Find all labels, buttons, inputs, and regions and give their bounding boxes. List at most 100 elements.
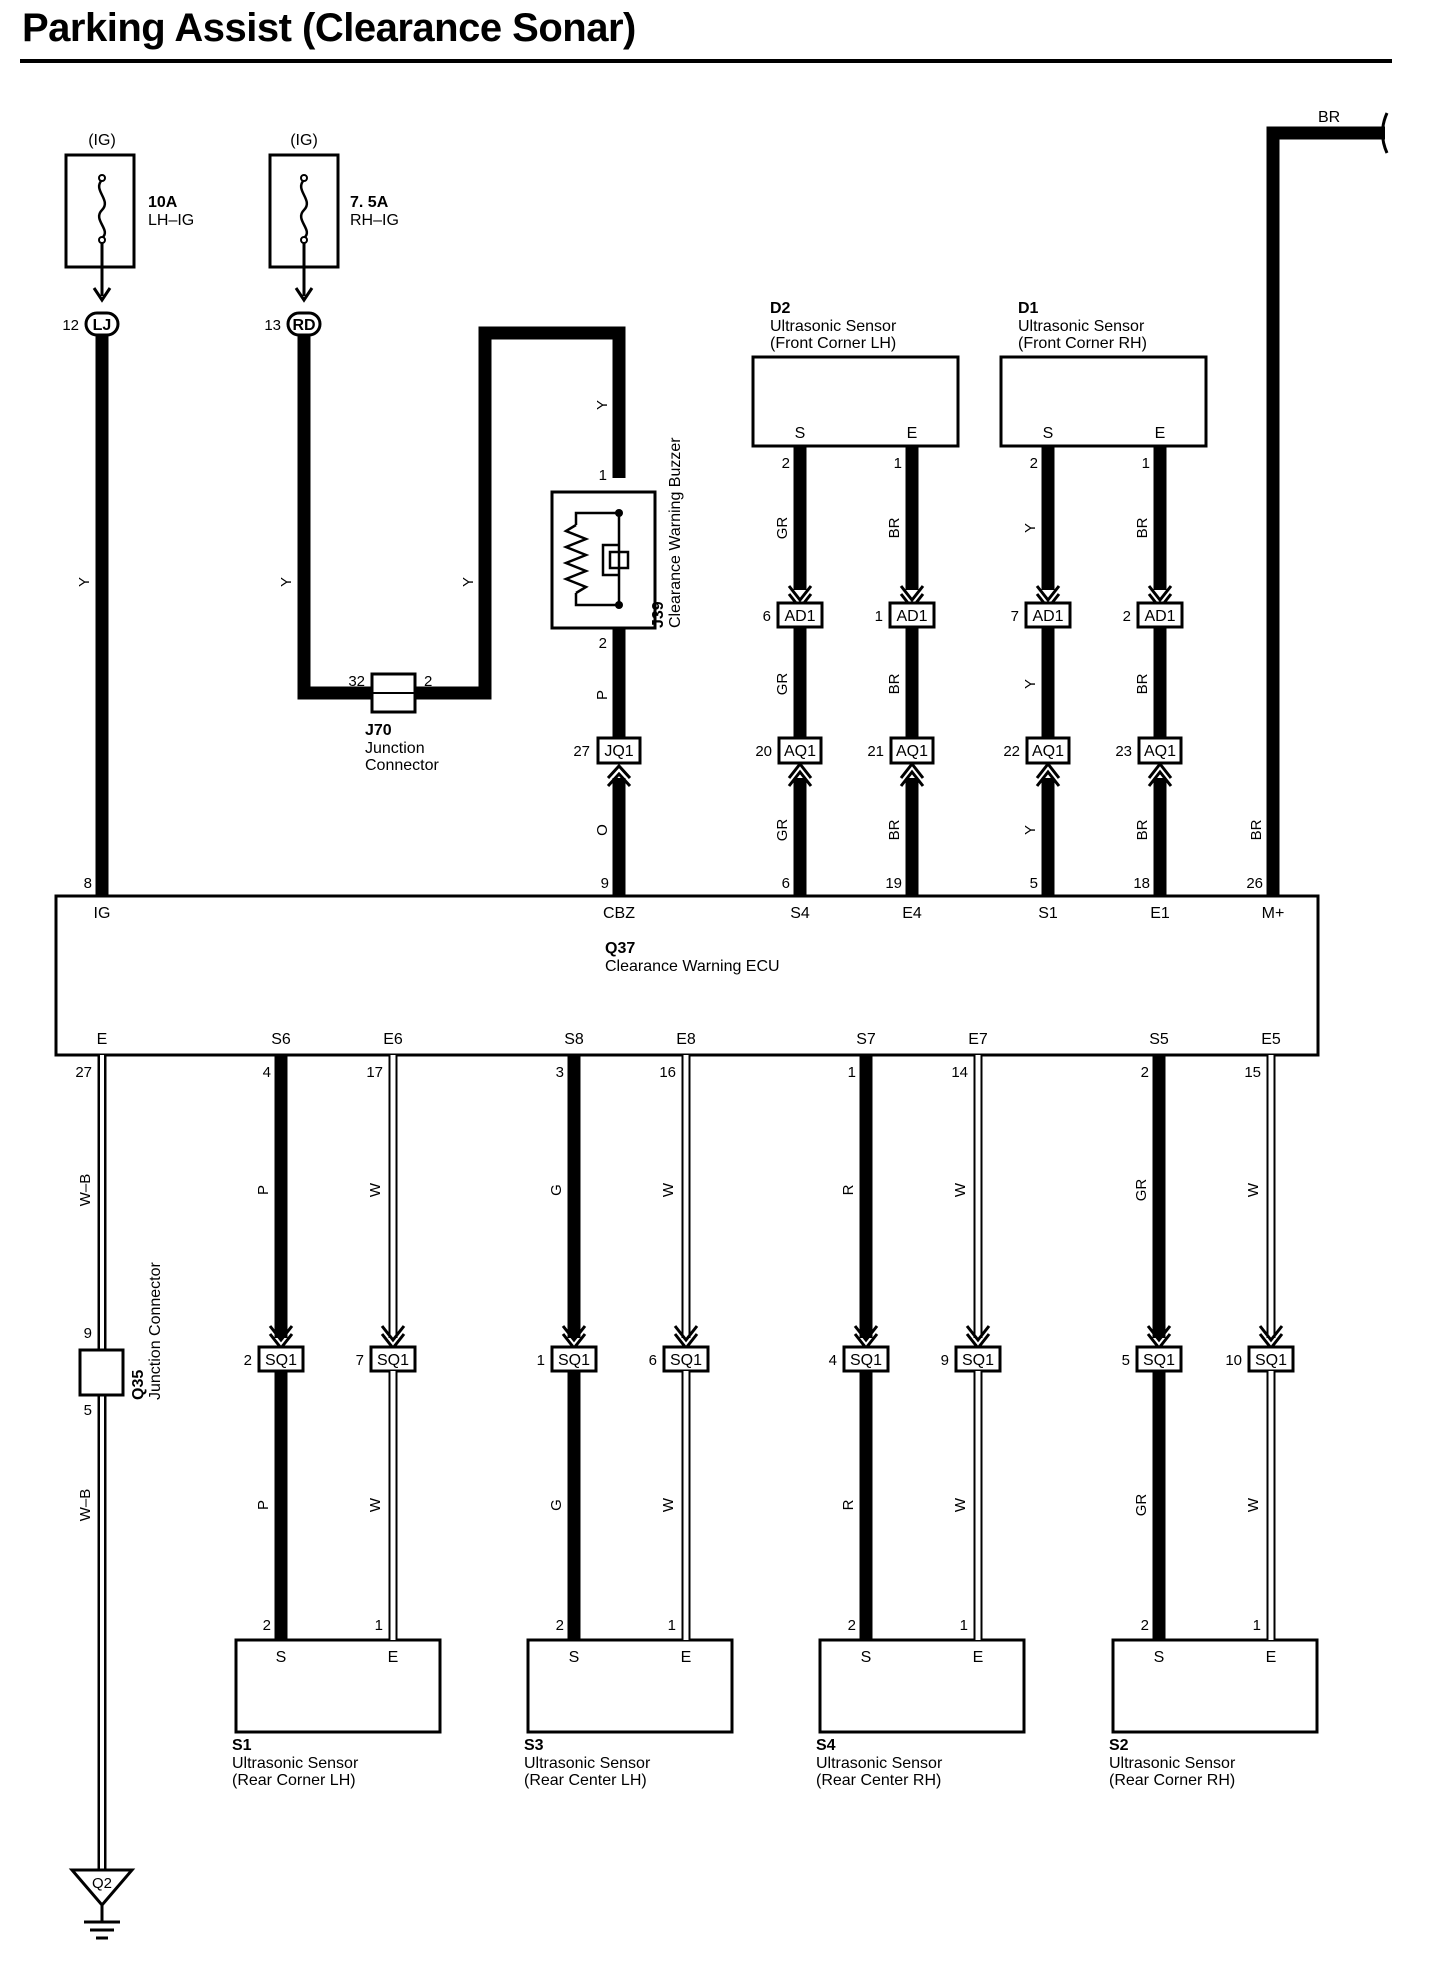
wire-color: GR xyxy=(1133,1179,1150,1202)
junction-connector-j70: 32 2 J70 Junction Connector xyxy=(348,672,439,774)
svg-text:LJ: LJ xyxy=(93,317,112,334)
sensor-terminal: E xyxy=(388,1649,399,1666)
connector-box xyxy=(369,1345,417,1373)
ecu-terminal: S8 xyxy=(564,1031,584,1048)
ecu-terminal: E6 xyxy=(383,1031,403,1048)
wire-color: GR xyxy=(774,819,791,842)
sensor-pin: 2 xyxy=(263,1617,271,1634)
clearance-warning-ecu: Q37 Clearance Warning ECU IG 8 CBZ 9 M+ … xyxy=(54,875,1320,1081)
connector-label: SQ1 xyxy=(1143,1352,1175,1369)
sensor-pin: 2 xyxy=(782,455,790,472)
svg-text:Q35: Q35 xyxy=(130,1370,147,1400)
connector-label: SQ1 xyxy=(377,1352,409,1369)
wire-color: BR xyxy=(1134,819,1151,840)
sensor-pin: 2 xyxy=(556,1617,564,1634)
sensor-name: Ultrasonic Sensor xyxy=(1109,1755,1236,1772)
connector-pin: 2 xyxy=(1123,608,1131,625)
wire-j70-buzzer xyxy=(415,326,626,700)
ecu-terminal: E7 xyxy=(968,1031,988,1048)
svg-text:W–B: W–B xyxy=(77,1174,94,1207)
wire-color: W xyxy=(1245,1497,1262,1512)
sensor-id: S3 xyxy=(524,1737,544,1754)
wire-rh-ig xyxy=(297,336,380,700)
svg-text:O: O xyxy=(594,824,611,836)
wire-color: R xyxy=(840,1184,857,1195)
sensor-pin: 2 xyxy=(1141,1617,1149,1634)
ecu-terminal: S1 xyxy=(1038,905,1058,922)
connector-pin: 1 xyxy=(875,608,883,625)
sensor-position: (Front Corner LH) xyxy=(770,335,896,352)
double-arrow-up-icon xyxy=(1035,761,1061,787)
svg-text:26: 26 xyxy=(1246,875,1263,892)
fuse-lh-ig-source: (IG) xyxy=(88,132,116,149)
sensor-terminal: S xyxy=(795,425,806,442)
sensor-terminal: S xyxy=(1043,425,1054,442)
wire-color: BR xyxy=(886,517,903,538)
ecu-terminal: E5 xyxy=(1261,1031,1281,1048)
connector-label: AD1 xyxy=(784,608,815,625)
sensor-id: S1 xyxy=(232,1737,252,1754)
connector-pin: 23 xyxy=(1115,743,1132,760)
svg-text:Junction Connector: Junction Connector xyxy=(147,1261,164,1400)
connector-label: SQ1 xyxy=(670,1352,702,1369)
fuse-lh-ig-icon xyxy=(97,179,107,239)
sensor-id: D1 xyxy=(1018,300,1039,317)
sensor-position: (Rear Corner RH) xyxy=(1109,1772,1235,1789)
connector-label: AD1 xyxy=(1032,608,1063,625)
sensor-name: Ultrasonic Sensor xyxy=(232,1755,359,1772)
sensor-position: (Rear Center LH) xyxy=(524,1772,647,1789)
sensor-pin: 1 xyxy=(894,455,902,472)
connector-label: AD1 xyxy=(1144,608,1175,625)
svg-text:13: 13 xyxy=(264,317,281,334)
svg-text:27: 27 xyxy=(573,743,590,760)
fuse-rh-ig-rating: 7. 5A xyxy=(350,194,389,211)
svg-text:27: 27 xyxy=(75,1064,92,1081)
connector-label: AQ1 xyxy=(784,743,816,760)
arrow-down-icon xyxy=(294,287,314,303)
wire-color: GR xyxy=(774,517,791,540)
ecu-id: Q37 xyxy=(605,940,635,957)
sensor-terminal: E xyxy=(907,425,918,442)
sensor-terminal: S xyxy=(569,1649,580,1666)
svg-text:J39: J39 xyxy=(650,601,667,628)
connector-label: SQ1 xyxy=(558,1352,590,1369)
wire-color: GR xyxy=(1133,1494,1150,1517)
svg-text:5: 5 xyxy=(84,1402,92,1419)
wire-color: BR xyxy=(1134,517,1151,538)
connector-label: AQ1 xyxy=(896,743,928,760)
ground-wire: W–B W–B xyxy=(77,1055,107,1870)
connector-pin: 2 xyxy=(244,1352,252,1369)
ecu-pin: 1 xyxy=(848,1064,856,1081)
connector-box xyxy=(889,736,935,765)
connector-pin: 7 xyxy=(1011,608,1019,625)
svg-text:E: E xyxy=(97,1031,108,1048)
sensor-terminal: S xyxy=(861,1649,872,1666)
fuse-lh-ig: (IG) 10A LH–IG xyxy=(64,132,194,296)
page-title: Parking Assist (Clearance Sonar) xyxy=(22,6,636,50)
connector-box xyxy=(550,1345,598,1373)
svg-text:J70: J70 xyxy=(365,722,392,739)
wire-color: BR xyxy=(886,673,903,694)
svg-text:Q2: Q2 xyxy=(92,1875,112,1892)
ecu-terminal: E8 xyxy=(676,1031,696,1048)
ecu-terminal: S6 xyxy=(271,1031,291,1048)
wire-rh-ig-color: Y xyxy=(278,577,295,587)
wire-color: G xyxy=(548,1184,565,1196)
wire-color: GR xyxy=(774,673,791,696)
double-arrow-up-icon xyxy=(787,761,813,787)
ecu-pin: 2 xyxy=(1141,1064,1149,1081)
wire-color: P xyxy=(255,1185,272,1195)
connector-pin: 21 xyxy=(867,743,884,760)
fuse-lh-ig-rating: 10A xyxy=(148,194,178,211)
connector-pin: 5 xyxy=(1122,1352,1130,1369)
